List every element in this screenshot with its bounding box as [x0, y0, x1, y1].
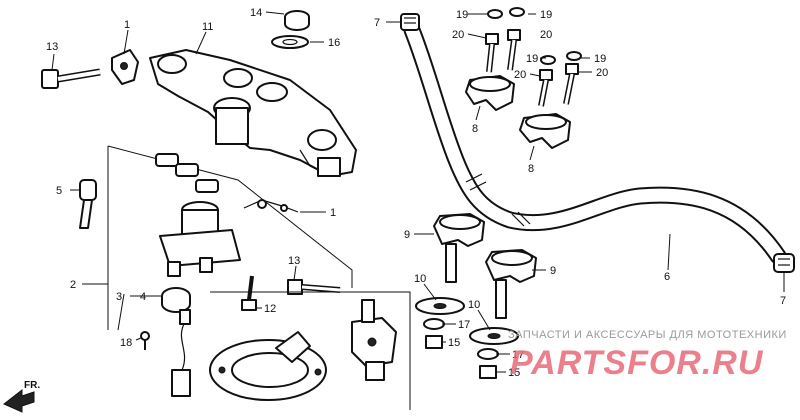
callout-3: 3 — [116, 291, 122, 303]
handlebar-riser-right — [485, 249, 537, 319]
callout-20-a: 20 — [452, 29, 464, 41]
watermark-brand: PARTSFOR.RU — [510, 344, 764, 382]
callout-17-right: 17 — [512, 349, 524, 361]
cap-19-a — [487, 9, 503, 19]
washer-16 — [271, 35, 309, 49]
callout-9-left: 9 — [404, 229, 410, 241]
callout-8-b: 8 — [528, 163, 534, 175]
bracket-top — [111, 49, 139, 85]
bolt-20-c — [538, 69, 553, 107]
cap-14 — [284, 10, 310, 31]
callout-15-left: 15 — [448, 337, 460, 349]
steering-stem-top-bridge — [149, 49, 357, 177]
screw-18 — [140, 331, 150, 350]
callout-20-d: 20 — [596, 67, 608, 79]
bolt-13-left — [41, 68, 101, 89]
cushion-17-right — [477, 348, 499, 360]
callout-11: 11 — [202, 21, 213, 33]
watermark: ЗАПЧАСТИ И АКСЕССУАРЫ ДЛЯ МОТОТЕХНИКИ PA… — [508, 329, 787, 382]
callout-10-left: 10 — [414, 273, 426, 285]
cap-19-d — [566, 51, 582, 61]
callout-19-b: 19 — [540, 9, 552, 21]
callout-6-handlebar: 6 — [664, 271, 670, 283]
nut-15-left — [425, 335, 443, 349]
callout-15-right: 15 — [508, 367, 520, 379]
bolt-20-b — [507, 29, 521, 71]
callout-13-left: 13 — [46, 41, 58, 53]
callout-16: 16 — [328, 37, 340, 49]
bolt-13-right — [287, 279, 341, 295]
callout-20-b: 20 — [540, 29, 552, 41]
switch-cap-4 — [161, 287, 191, 325]
fuel-cap-box — [210, 291, 411, 410]
callout-4: 4 — [140, 291, 146, 303]
callout-20-c: 20 — [514, 69, 526, 81]
handlebar-holder-upper-2 — [519, 113, 571, 149]
fuel-filler-cap — [209, 331, 327, 401]
callout-19-c: 19 — [526, 53, 538, 65]
handlebar-end-cap-left — [400, 13, 420, 31]
switch-wire-harness — [171, 323, 191, 397]
direction-label: FR. — [24, 380, 40, 391]
callout-labels: 1 1 2 3 4 5 6 7 7 8 8 9 9 10 10 11 12 13… — [24, 7, 786, 391]
callout-12: 12 — [264, 303, 276, 315]
washer-10-left — [415, 297, 465, 315]
front-direction-arrow — [3, 388, 35, 413]
callout-19-d: 19 — [594, 53, 606, 65]
callout-18: 18 — [120, 337, 132, 349]
bolt-20-d — [563, 63, 579, 105]
leader-lines — [51, 11, 785, 373]
handlebar — [403, 21, 787, 265]
callout-7-left: 7 — [374, 17, 380, 29]
watermark-caption: ЗАПЧАСТИ И АКСЕССУАРЫ ДЛЯ МОТОТЕХНИКИ — [508, 329, 787, 341]
handlebar-holder-upper-1 — [465, 75, 515, 111]
callout-10-right: 10 — [468, 299, 480, 311]
key-blank — [79, 179, 97, 229]
callout-7-right: 7 — [780, 295, 786, 307]
ignition-keys — [155, 153, 219, 193]
cushion-17-left — [423, 318, 445, 330]
callout-5: 5 — [56, 185, 62, 197]
callout-2: 2 — [70, 279, 76, 291]
callout-17-left: 17 — [458, 319, 470, 331]
ignition-switch-body — [159, 201, 241, 277]
bracket-1-mid — [243, 199, 299, 213]
cap-19-c — [540, 55, 556, 65]
cap-19-b — [509, 7, 525, 17]
callout-9-right: 9 — [550, 265, 556, 277]
washer-10-right — [469, 327, 519, 345]
callout-13-right: 13 — [288, 255, 300, 267]
nut-15-right — [479, 365, 497, 379]
callout-19-a: 19 — [456, 9, 468, 21]
callout-1-bracket-mid: 1 — [330, 207, 336, 219]
fuel-cap-lock — [351, 299, 397, 381]
callout-1-bracket: 1 — [124, 19, 130, 31]
callout-8-a: 8 — [472, 123, 478, 135]
handlebar-riser-left — [433, 213, 485, 283]
bolt-20-a — [485, 33, 499, 73]
handlebar-end-cap-right — [773, 253, 795, 273]
bolt-12 — [241, 275, 257, 311]
callout-14: 14 — [250, 7, 262, 19]
